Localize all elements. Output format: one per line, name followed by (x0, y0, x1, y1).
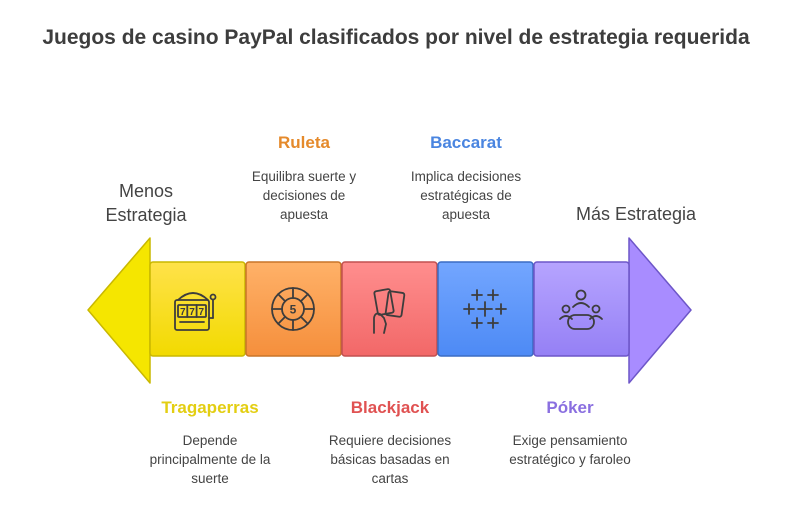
right-arrow-head (628, 237, 692, 384)
sparkle-grid-icon (463, 289, 507, 329)
slot-machine-icon (174, 292, 217, 331)
game-title-tragaperras: Tragaperras (161, 398, 259, 417)
left-arrow-head (87, 237, 151, 384)
segment-blackjack (341, 261, 438, 357)
svg-text:7: 7 (199, 307, 205, 318)
game-title-blackjack: Blackjack (350, 398, 430, 417)
game-title-baccarat: Baccarat (430, 133, 502, 152)
svg-text:7: 7 (180, 307, 186, 318)
game-desc-poker: Exige pensamiento estratégico y faroleo (509, 433, 631, 467)
game-desc-baccarat: Implica decisiones estratégicas de apues… (410, 169, 522, 222)
more-strategy-label: Más Estrategia (575, 204, 697, 224)
roulette-number: 5 (290, 303, 297, 317)
game-desc-blackjack: Requiere decisiones básicas basadas en c… (328, 433, 452, 486)
page-title: Juegos de casino PayPal clasificados por… (42, 26, 750, 49)
segment-poker (533, 261, 630, 357)
poker-table-icon (559, 289, 603, 330)
less-strategy-label: Menos Estrategia (105, 181, 187, 225)
roulette-icon (271, 287, 315, 331)
cards-hand-icon (373, 288, 406, 334)
game-desc-tragaperras: Depende principalmente de la suerte (149, 433, 271, 486)
svg-text:7: 7 (189, 307, 195, 318)
game-title-poker: Póker (546, 398, 594, 417)
segment-ruleta (245, 261, 342, 357)
game-title-ruleta: Ruleta (278, 133, 330, 152)
game-desc-ruleta: Equilibra suerte y decisiones de apuesta (251, 169, 357, 222)
